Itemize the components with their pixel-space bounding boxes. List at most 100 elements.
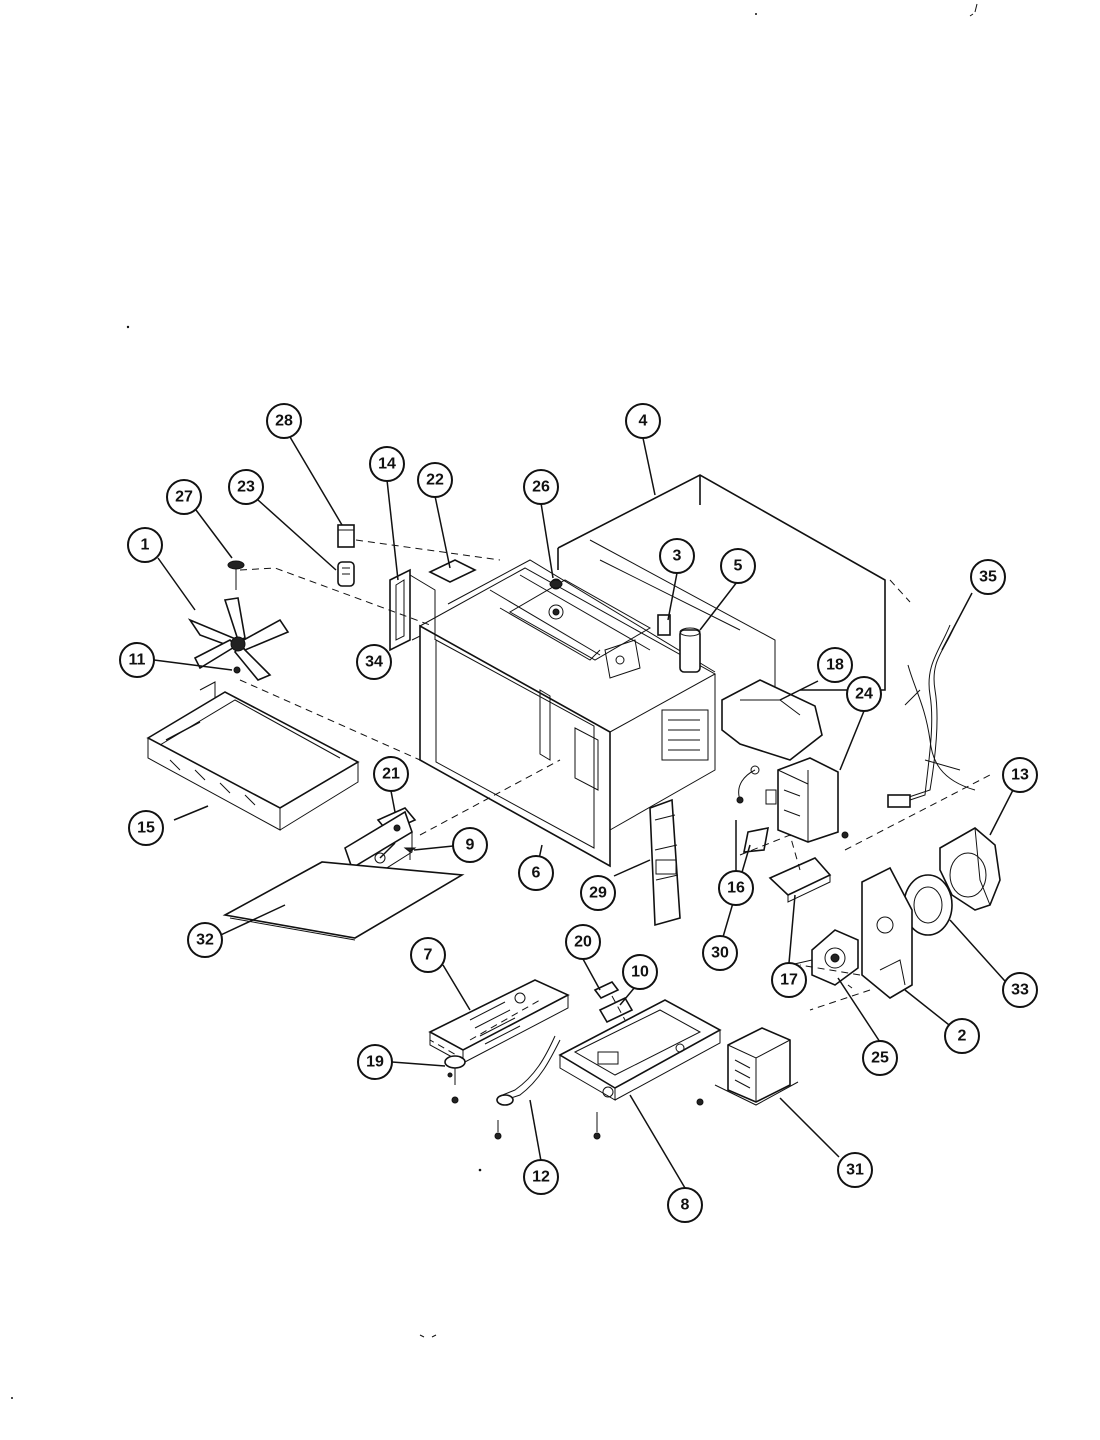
magnetron-bracket bbox=[768, 831, 849, 903]
callout-10: 10 bbox=[622, 954, 658, 990]
fan-motor-shaft bbox=[233, 666, 241, 674]
callout-label-22: 22 bbox=[426, 472, 444, 489]
callout-23: 23 bbox=[228, 469, 264, 505]
mounting-plate bbox=[428, 559, 477, 583]
callout-label-17: 17 bbox=[780, 972, 798, 989]
callout-13: 13 bbox=[1002, 757, 1038, 793]
callout-16: 16 bbox=[718, 870, 754, 906]
callout-label-11: 11 bbox=[129, 652, 146, 669]
relay bbox=[593, 980, 620, 1000]
fan-nut bbox=[227, 560, 245, 590]
callout-12: 12 bbox=[523, 1159, 559, 1195]
callout-35: 35 bbox=[970, 559, 1006, 595]
magnetron bbox=[765, 757, 839, 843]
callout-label-27: 27 bbox=[175, 489, 193, 506]
callout-label-5: 5 bbox=[734, 558, 743, 575]
callout-17: 17 bbox=[771, 962, 807, 998]
transformer bbox=[714, 1027, 799, 1106]
callout-label-26: 26 bbox=[532, 479, 550, 496]
fuse-holder bbox=[337, 561, 355, 587]
callout-11: 11 bbox=[119, 642, 155, 678]
callout-label-34: 34 bbox=[365, 654, 383, 671]
callout-label-18: 18 bbox=[826, 657, 844, 674]
callout-2: 2 bbox=[944, 1018, 980, 1054]
callout-label-13: 13 bbox=[1011, 767, 1029, 784]
callout-5: 5 bbox=[720, 548, 756, 584]
callout-label-15: 15 bbox=[137, 820, 155, 837]
interlock-switch bbox=[657, 614, 671, 636]
callout-label-9: 9 bbox=[466, 837, 475, 854]
stirrer-hub bbox=[549, 579, 563, 589]
callout-label-25: 25 bbox=[871, 1050, 889, 1067]
callout-15: 15 bbox=[128, 810, 164, 846]
base-plate-left bbox=[428, 979, 570, 1064]
callout-7: 7 bbox=[410, 937, 446, 973]
callout-22: 22 bbox=[417, 462, 453, 498]
callout-27: 27 bbox=[166, 479, 202, 515]
callout-28: 28 bbox=[266, 403, 302, 439]
callout-label-3: 3 bbox=[673, 548, 682, 565]
fan-shroud bbox=[146, 681, 360, 831]
control-board bbox=[649, 798, 681, 927]
callout-label-2: 2 bbox=[958, 1028, 967, 1045]
rubber-foot bbox=[444, 1055, 466, 1104]
callout-label-31: 31 bbox=[846, 1162, 864, 1179]
callout-label-19: 19 bbox=[366, 1054, 384, 1071]
callout-label-21: 21 bbox=[382, 766, 400, 783]
blower-motor bbox=[789, 929, 859, 989]
callout-21: 21 bbox=[373, 756, 409, 792]
callout-9: 9 bbox=[452, 827, 488, 863]
callout-label-35: 35 bbox=[979, 569, 997, 586]
power-cord bbox=[494, 1035, 561, 1140]
callout-29: 29 bbox=[580, 875, 616, 911]
capacitor bbox=[679, 627, 701, 673]
fan-blade bbox=[187, 597, 290, 681]
callout-3: 3 bbox=[659, 538, 695, 574]
callout-label-32: 32 bbox=[196, 932, 214, 949]
callout-20: 20 bbox=[565, 924, 601, 960]
motor-bracket bbox=[861, 866, 913, 999]
oven-cavity-frame bbox=[419, 559, 717, 868]
callout-8: 8 bbox=[667, 1187, 703, 1223]
callout-label-33: 33 bbox=[1011, 982, 1029, 999]
bottom-plate bbox=[222, 861, 465, 941]
callout-label-23: 23 bbox=[237, 479, 255, 496]
sensor-wire bbox=[736, 765, 760, 804]
callout-30: 30 bbox=[702, 935, 738, 971]
callout-34: 34 bbox=[356, 644, 392, 680]
callout-32: 32 bbox=[187, 922, 223, 958]
diode bbox=[598, 996, 634, 1024]
callout-label-30: 30 bbox=[711, 945, 729, 962]
callout-label-12: 12 bbox=[532, 1169, 550, 1186]
callout-33: 33 bbox=[1002, 972, 1038, 1008]
hinge bbox=[411, 635, 421, 660]
blower-wheel bbox=[903, 874, 953, 936]
callout-25: 25 bbox=[862, 1040, 898, 1076]
assembly-lines bbox=[239, 539, 991, 1061]
callout-31: 31 bbox=[837, 1152, 873, 1188]
callout-label-16: 16 bbox=[727, 880, 745, 897]
callout-19: 19 bbox=[357, 1044, 393, 1080]
callout-label-14: 14 bbox=[378, 456, 396, 473]
callout-label-10: 10 bbox=[631, 964, 649, 981]
callout-label-4: 4 bbox=[639, 413, 648, 430]
wire-harness bbox=[887, 624, 976, 808]
callout-label-1: 1 bbox=[141, 537, 150, 554]
air-duct bbox=[721, 679, 823, 761]
thermal-cutout bbox=[337, 524, 355, 548]
callout-label-6: 6 bbox=[532, 865, 541, 882]
blower-housing bbox=[939, 827, 1001, 911]
callout-label-20: 20 bbox=[574, 934, 592, 951]
callout-label-28: 28 bbox=[275, 413, 293, 430]
callout-label-7: 7 bbox=[424, 947, 433, 964]
callout-24: 24 bbox=[846, 676, 882, 712]
callout-label-8: 8 bbox=[681, 1197, 690, 1214]
latch-bracket bbox=[389, 568, 436, 652]
callout-4: 4 bbox=[625, 403, 661, 439]
callout-1: 1 bbox=[127, 527, 163, 563]
callout-14: 14 bbox=[369, 446, 405, 482]
callout-label-29: 29 bbox=[589, 885, 607, 902]
callout-26: 26 bbox=[523, 469, 559, 505]
callout-label-24: 24 bbox=[855, 686, 873, 703]
